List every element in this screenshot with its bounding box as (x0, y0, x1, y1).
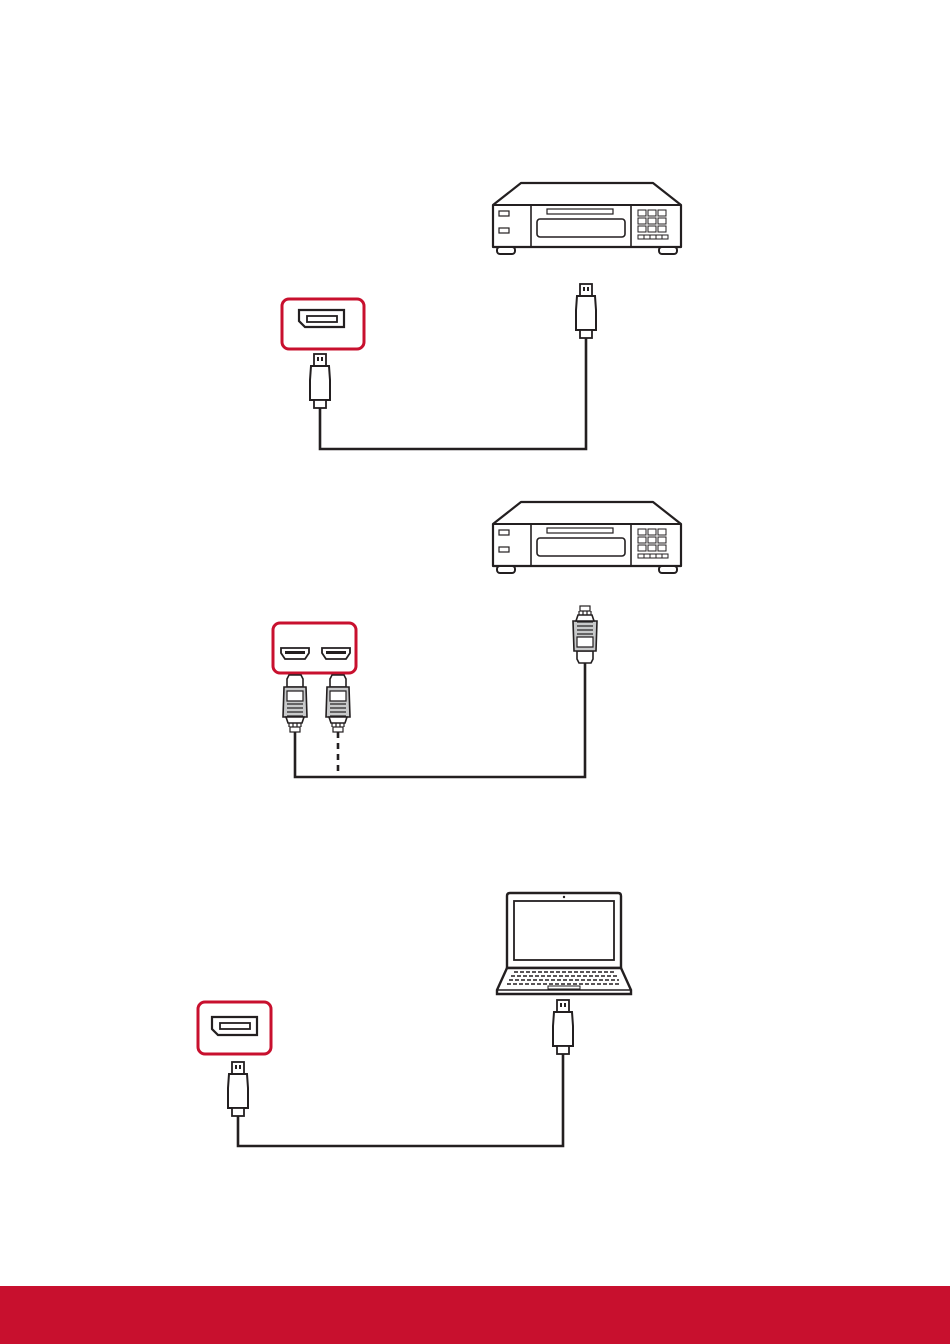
dvd-player-icon (493, 502, 681, 573)
displayport-port-icon (299, 310, 344, 327)
dvd-player-icon (493, 183, 681, 254)
diagram-displayport-pc (198, 893, 631, 1146)
displayport-plug-icon (228, 1062, 248, 1116)
cable-line (320, 338, 586, 449)
displayport-plug-icon (310, 354, 330, 408)
footer-bar (0, 1286, 950, 1344)
hdmi-plug-icon (283, 675, 307, 732)
diagram-hdmi-av (273, 502, 681, 777)
hdmi-port-icon (322, 648, 350, 659)
displayport-port-icon (212, 1017, 257, 1035)
hdmi-port-icon (281, 648, 309, 659)
displayport-plug-icon (553, 1000, 573, 1054)
hdmi-plug-icon (326, 675, 350, 732)
hdmi-plug-icon (573, 606, 597, 663)
laptop-icon (497, 893, 631, 994)
displayport-plug-icon (576, 284, 596, 338)
cable-line (238, 1054, 563, 1146)
diagram-displayport-av (282, 183, 681, 449)
